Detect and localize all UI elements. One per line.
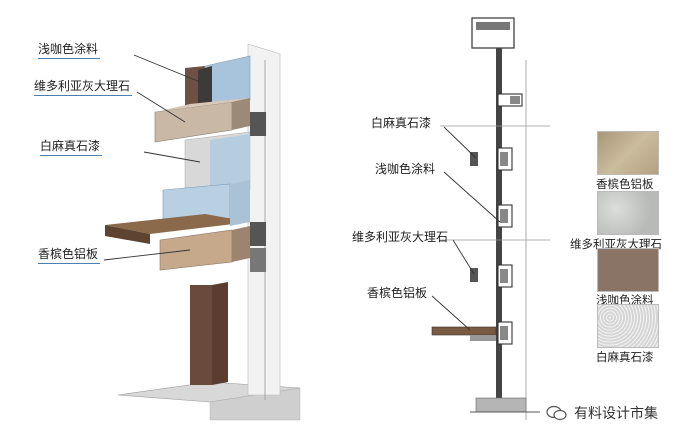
bracket-1 xyxy=(250,112,266,136)
label-champagne-aluminum-right: 香槟色铝板 xyxy=(367,286,428,300)
cantilever-under xyxy=(470,335,496,341)
upper-frame xyxy=(198,66,212,108)
label-victoria-grey-marble-left: 维多利亚灰大理石 xyxy=(34,77,133,96)
fixture-lower xyxy=(470,268,478,282)
swatch-light-coffee-paint xyxy=(597,248,659,292)
leader-lines xyxy=(103,54,501,331)
label-white-granite-paint-left: 白麻真石漆 xyxy=(40,137,103,156)
cantilever-plate xyxy=(431,326,497,336)
facade-3d-view xyxy=(105,43,301,421)
top-block-fill xyxy=(476,22,510,30)
fixture-upper xyxy=(470,152,478,166)
brown-column xyxy=(190,285,212,385)
section-ground xyxy=(475,397,527,413)
brown-column-side xyxy=(212,282,228,385)
label-white-granite-paint-right: 白麻真石漆 xyxy=(371,116,432,130)
label-light-coffee-paint-left: 浅咖色涂料 xyxy=(38,40,101,59)
back-wall xyxy=(247,43,281,396)
swatch-label-2: 维多利亚灰大理石 xyxy=(570,237,662,251)
bracket-2 xyxy=(250,222,266,246)
lower-side-glass xyxy=(230,180,250,226)
swatch-victoria-grey-marble xyxy=(597,191,659,235)
label-champagne-aluminum-left: 香槟色铝板 xyxy=(38,245,101,264)
swatch-white-granite-paint xyxy=(597,304,659,348)
lower-marble-box xyxy=(159,229,233,271)
watermark-text: 有料设计市集 xyxy=(574,406,658,422)
lower-marble-side xyxy=(232,226,250,262)
wechat-icon xyxy=(546,405,567,421)
label-victoria-grey-marble-right: 维多利亚灰大理石 xyxy=(352,230,449,244)
middle-glass xyxy=(210,134,250,195)
swatch-label-1: 香槟色铝板 xyxy=(596,177,654,191)
swatch-champagne-aluminum xyxy=(597,131,659,175)
section-view xyxy=(431,17,550,420)
watermark: 有料设计市集 xyxy=(546,403,658,423)
swatch-label-4: 白麻真石漆 xyxy=(596,350,654,364)
lower-alu-plate-front xyxy=(105,225,150,244)
swatch-label-3: 浅咖色涂料 xyxy=(596,293,654,307)
label-light-coffee-paint-right: 浅咖色涂料 xyxy=(375,162,436,176)
upper-marble-side xyxy=(232,98,250,130)
bracket-3 xyxy=(250,248,266,272)
section-fill-blocks xyxy=(500,96,520,340)
upper-marble-top xyxy=(155,98,248,112)
lower-alu-plate-top xyxy=(105,214,250,234)
